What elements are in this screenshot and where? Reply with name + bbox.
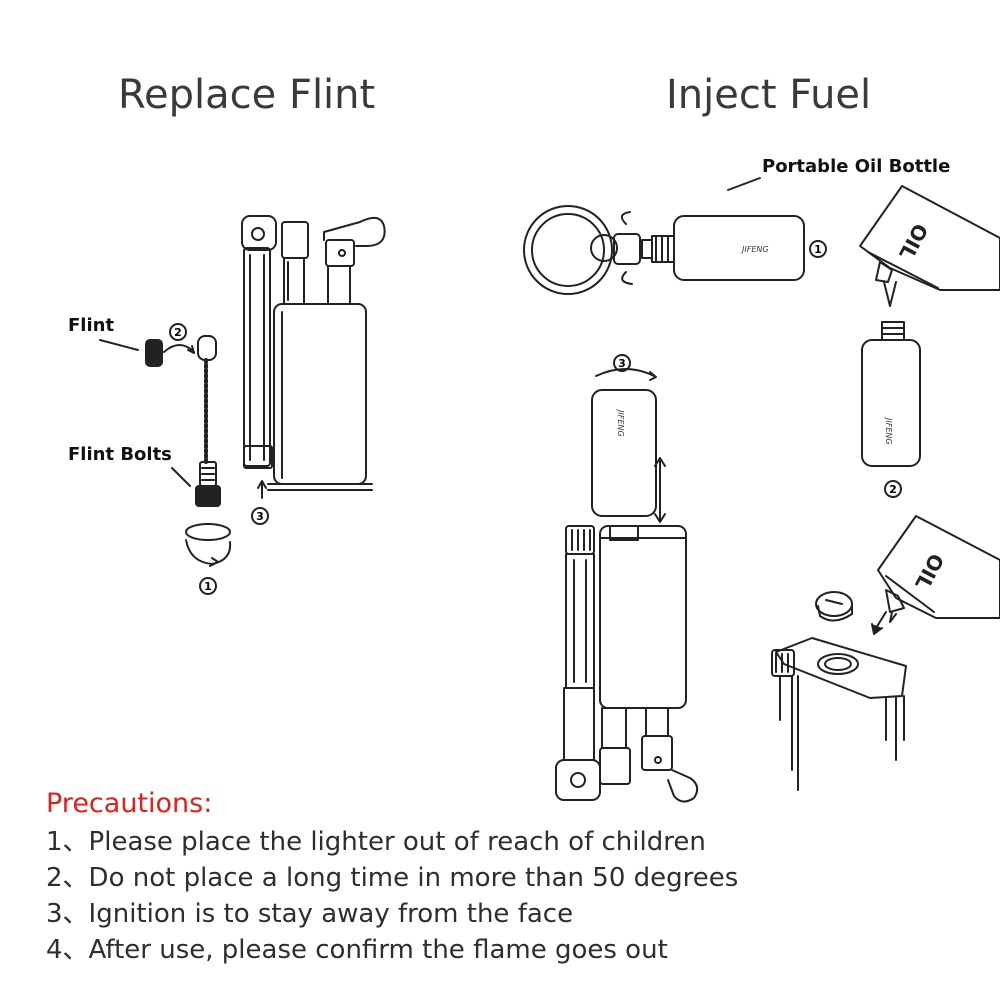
oil-text-bottom: OIL — [910, 550, 949, 594]
step-flint-2: 2 — [174, 326, 182, 339]
oil-text-top: OIL — [894, 220, 933, 264]
inject-fuel-title: Inject Fuel — [666, 72, 872, 118]
precautions-title: Precautions: — [46, 788, 213, 819]
precaution-item: 3、Ignition is to stay away from the face — [46, 899, 574, 929]
oil-can-bottom — [815, 515, 1000, 635]
brand-text-keyring: JIFENG — [740, 245, 769, 254]
lighter-top-plate — [771, 637, 907, 791]
keyring-bottle-illustration — [523, 177, 805, 295]
bottle-vertical-2 — [861, 321, 921, 467]
precautions-list: 1、Please place the lighter out of reach … — [46, 824, 738, 968]
precaution-item: 2、Do not place a long time in more than … — [46, 863, 739, 893]
step-fuel-1: 1 — [814, 243, 822, 256]
lighter-fuel-illustration — [555, 525, 699, 803]
bottle-mounted-3 — [591, 354, 666, 523]
step-flint-3: 3 — [256, 510, 264, 523]
brand-text-mounted: JIFENG — [616, 408, 625, 437]
precaution-item: 1、Please place the lighter out of reach … — [46, 827, 706, 857]
precaution-item: 4、After use, please confirm the flame go… — [46, 935, 668, 965]
brand-text-vertical: JIFENG — [884, 416, 893, 445]
step-flint-1: 1 — [204, 580, 212, 593]
step-fuel-2: 2 — [889, 483, 897, 496]
oil-can-top — [859, 185, 1000, 307]
lighter-flint-illustration — [241, 215, 386, 499]
replace-flint-title: Replace Flint — [118, 72, 376, 118]
flint-label: Flint — [68, 315, 115, 336]
flint-bolts-label: Flint Bolts — [68, 444, 172, 465]
flint-spring-illustration — [99, 323, 232, 567]
portable-oil-bottle-label: Portable Oil Bottle — [762, 156, 951, 177]
step-fuel-3: 3 — [618, 357, 626, 370]
